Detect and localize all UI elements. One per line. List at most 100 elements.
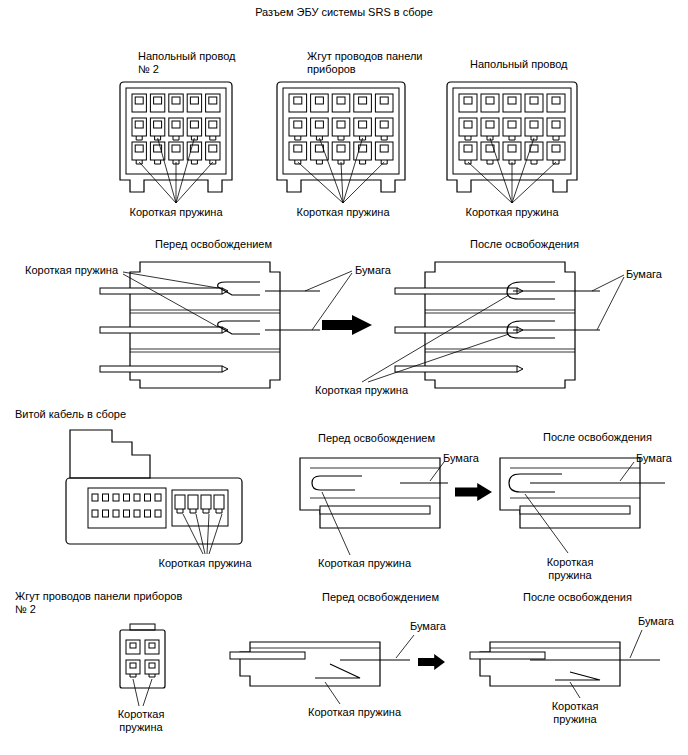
direction-arrow: [455, 483, 492, 501]
leader-line: [176, 162, 177, 203]
short-spring: [487, 160, 493, 164]
terminal: [464, 145, 472, 152]
terminal-cavity: [375, 94, 393, 112]
terminal-cavity: [354, 94, 372, 112]
terminal-cavity: [354, 118, 372, 136]
leader-line: [325, 682, 340, 704]
terminal-cavity: [481, 94, 499, 112]
connector-latch: [130, 624, 155, 630]
terminal: [230, 652, 305, 659]
paper: [513, 291, 600, 292]
terminal-cavity: [459, 118, 477, 136]
part-label: Короткая пружина: [535, 700, 615, 726]
terminal-cavity: [187, 118, 201, 136]
terminal: [380, 97, 388, 104]
terminal: [359, 97, 367, 104]
housing-wall: [250, 648, 380, 649]
terminal-cavity: [175, 495, 185, 509]
part-label: Короткая пружина: [530, 556, 610, 582]
short-spring: [218, 282, 260, 295]
leader-line: [512, 162, 556, 203]
part-label: Перед освобождением: [322, 591, 462, 604]
paper: [400, 483, 448, 484]
terminal: [530, 97, 538, 104]
terminal: [470, 652, 545, 659]
terminal: [135, 97, 143, 104]
terminal: [130, 663, 136, 668]
housing-wall: [310, 468, 440, 469]
housing-wall: [130, 310, 280, 311]
terminal-cavity: [503, 118, 521, 136]
short-spring: [312, 476, 362, 490]
part-label: Короткая пружина: [101, 708, 181, 734]
terminal: [103, 494, 109, 501]
terminal-cavity: [375, 118, 393, 136]
terminal: [100, 288, 222, 294]
terminal: [464, 97, 472, 104]
part-label: Бумага: [355, 264, 415, 277]
terminal: [294, 97, 302, 104]
terminal: [552, 145, 560, 152]
terminal: [315, 121, 323, 128]
part-label: После освобождения: [543, 431, 683, 444]
leader-line: [430, 462, 444, 481]
terminal-cavity: [311, 94, 329, 112]
terminal: [149, 663, 155, 668]
terminal-cavity: [187, 94, 201, 112]
housing-wall: [310, 498, 440, 499]
terminal: [508, 145, 516, 152]
leader-line: [183, 514, 203, 554]
terminal-cavity: [150, 142, 164, 160]
short-spring: [553, 136, 559, 140]
terminal: [209, 97, 217, 104]
terminal-cavity: [169, 142, 183, 160]
terminal-cavity: [525, 94, 543, 112]
short-spring: [316, 160, 322, 164]
leader-line: [319, 138, 343, 203]
terminal-cavity: [214, 495, 224, 509]
leader-line: [597, 277, 624, 330]
leader-line: [341, 162, 343, 203]
terminal: [135, 121, 143, 128]
terminal-cavity: [126, 640, 140, 654]
housing-wall: [130, 352, 280, 353]
short-spring: [295, 136, 301, 140]
short-spring: [218, 321, 260, 334]
short-spring: [173, 136, 179, 140]
part-label: Перед освобождением: [155, 238, 295, 251]
terminal: [337, 145, 345, 152]
terminal: [530, 121, 538, 128]
terminal-cavity: [145, 660, 159, 674]
leader-line: [468, 162, 512, 203]
terminal: [464, 121, 472, 128]
terminal-cavity: [503, 94, 521, 112]
terminal: [154, 121, 162, 128]
short-spring: [465, 136, 471, 140]
terminal: [113, 494, 119, 501]
short-spring: [155, 160, 161, 164]
terminal: [155, 494, 161, 501]
terminal-cavity: [289, 118, 307, 136]
terminal: [294, 121, 302, 128]
terminal: [552, 97, 560, 104]
direction-arrow: [418, 654, 445, 670]
part-label: Короткая пружина: [145, 557, 265, 570]
terminal: [130, 643, 136, 648]
terminal-cavity: [332, 142, 350, 160]
terminal: [92, 510, 98, 517]
terminal: [145, 510, 151, 517]
part-label: Бумага: [638, 615, 686, 628]
part-label: Бумага: [626, 268, 684, 281]
terminal-cavity: [481, 118, 499, 136]
terminal: [172, 97, 180, 104]
connector-housing: [300, 458, 440, 528]
short-spring: [338, 136, 344, 140]
terminal: [134, 510, 140, 517]
terminal-cavity: [132, 118, 146, 136]
leader-line: [305, 271, 352, 291]
part-label: Короткая пружина: [452, 206, 572, 219]
leader-line: [592, 275, 624, 291]
terminal: [149, 643, 155, 648]
terminal: [508, 97, 516, 104]
diagram-title: Разъем ЭБУ системы SRS в сборе: [144, 6, 544, 19]
